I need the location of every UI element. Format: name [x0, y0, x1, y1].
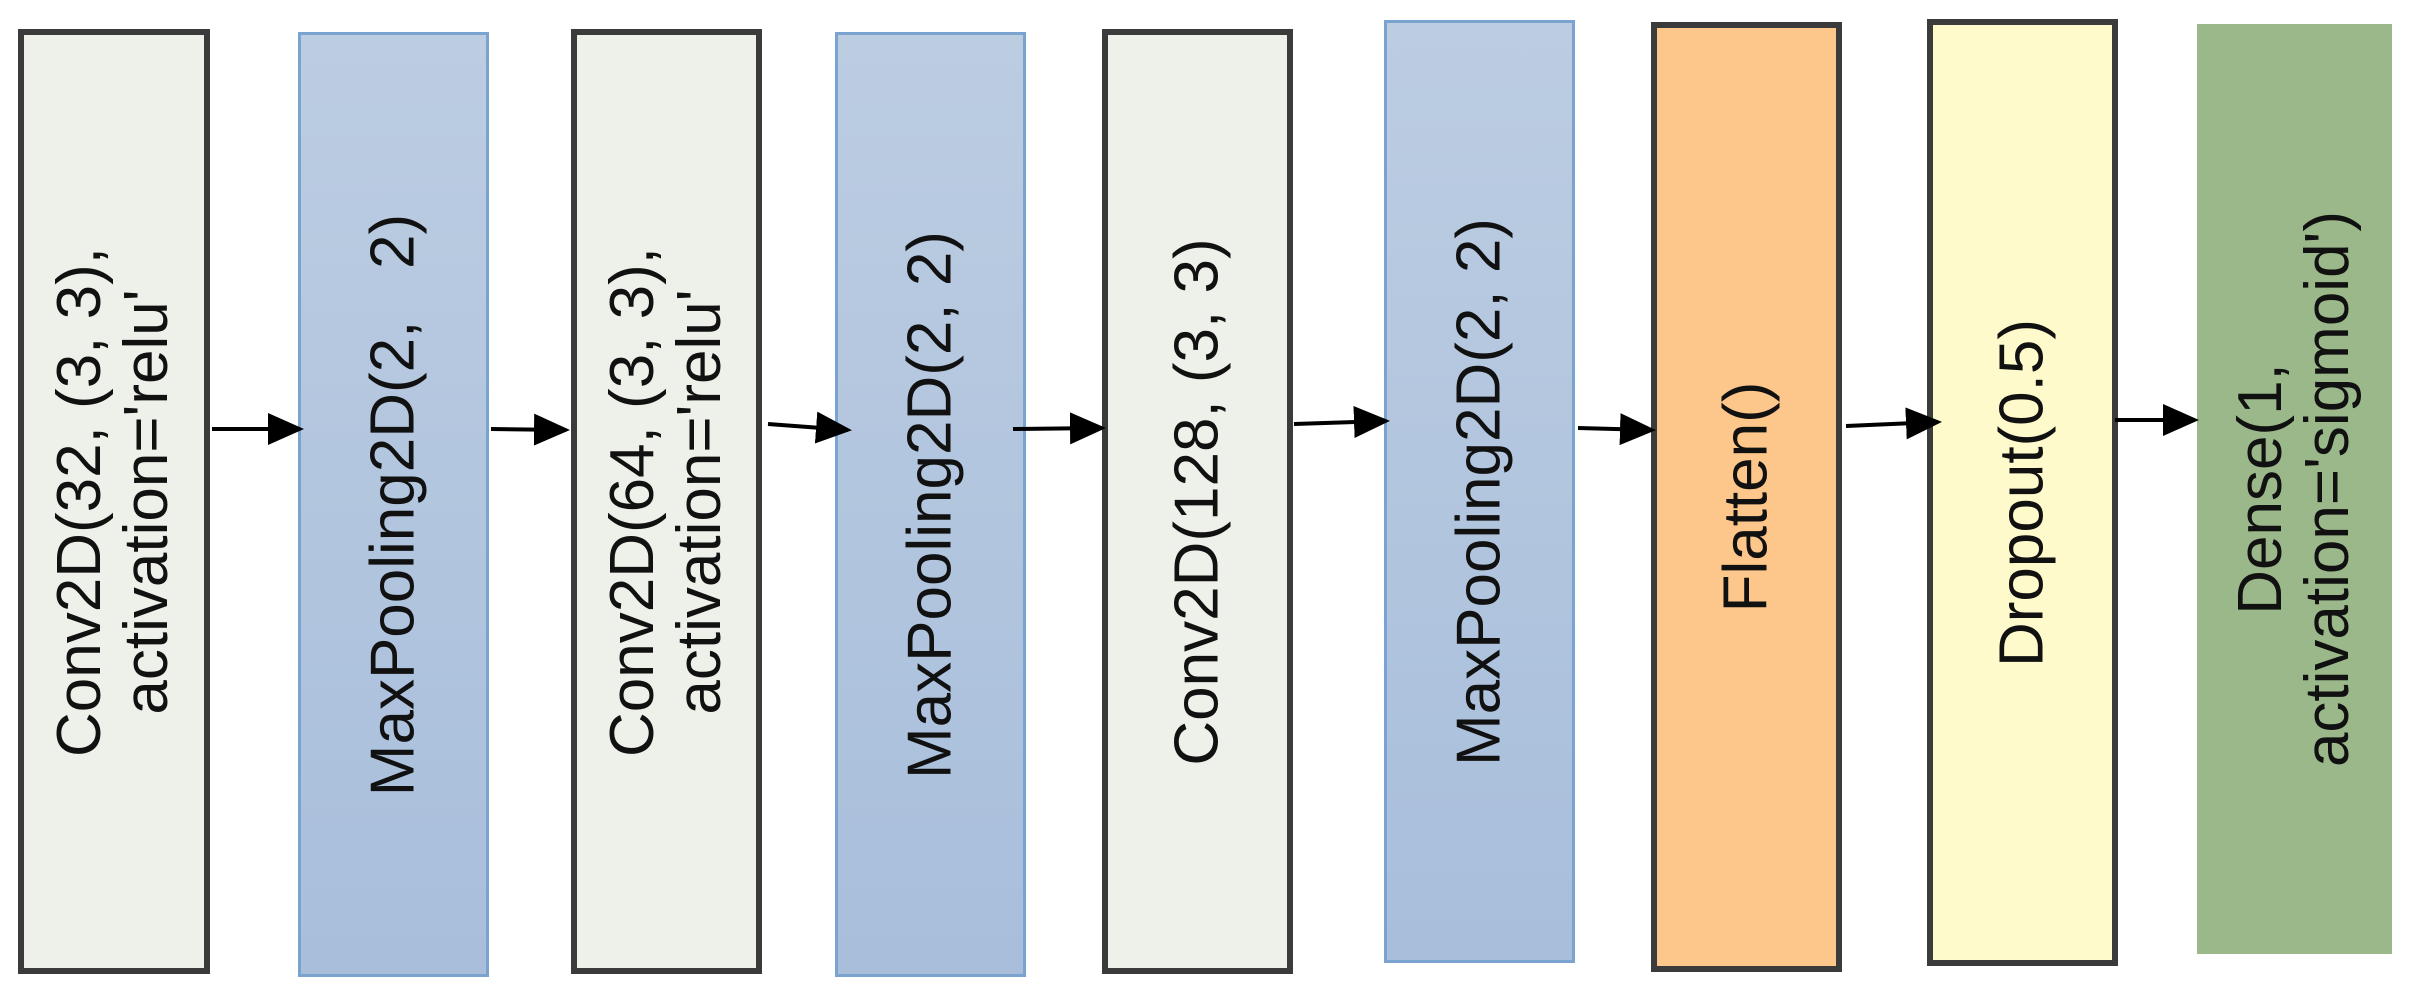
- layer-conv2d-32: Conv2D(32, (3, 3), activation='relu': [18, 29, 210, 974]
- layer-conv2d-64: Conv2D(64, (3, 3), activation='relu': [571, 29, 762, 974]
- layer-maxpooling2d-2: MaxPooling2D(2, 2): [835, 32, 1026, 977]
- layer-maxpooling2d-1: MaxPooling2D(2, 2): [298, 32, 489, 977]
- arrow-2: [490, 413, 570, 446]
- layer-dense: Dense(1, activation='sigmoid'): [2197, 24, 2392, 954]
- layer-label: MaxPooling2D(2, 2): [895, 230, 965, 779]
- layer-label: Dense(1, activation='sigmoid'): [2225, 210, 2362, 768]
- layer-dropout: Dropout(0.5): [1927, 19, 2118, 966]
- layer-label: Conv2D(128, (3, 3): [1162, 237, 1232, 766]
- layer-label: Conv2D(64, (3, 3), activation='relu': [597, 246, 734, 757]
- layer-label: MaxPooling2D(2, 2): [358, 213, 428, 796]
- arrow-7: [1845, 407, 1942, 440]
- layer-conv2d-128: Conv2D(128, (3, 3): [1102, 29, 1293, 974]
- layer-label: Conv2D(32, (3, 3), activation='relu': [45, 246, 181, 757]
- layer-label: MaxPooling2D(2, 2): [1444, 217, 1514, 766]
- layer-flatten: Flatten(): [1651, 22, 1842, 972]
- arrow-5: [1293, 406, 1390, 439]
- arrow-6: [1577, 413, 1656, 446]
- layer-maxpooling2d-3: MaxPooling2D(2, 2): [1384, 20, 1575, 963]
- arrow-4: [1012, 412, 1106, 445]
- layer-label: Dropout(0.5): [1987, 318, 2057, 667]
- layer-label: Flatten(): [1711, 381, 1781, 613]
